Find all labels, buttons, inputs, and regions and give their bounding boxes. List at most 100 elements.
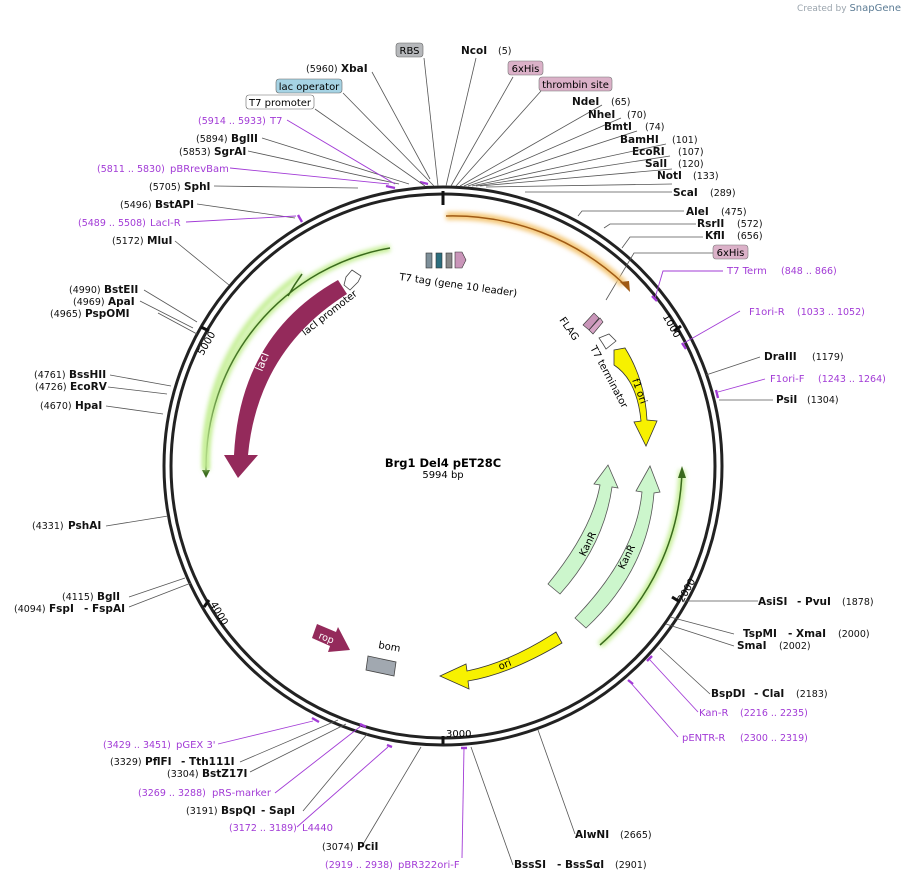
primer-leader-lines [185, 119, 766, 859]
flag-feature[interactable] [582, 312, 600, 331]
svg-text:BstZ17I: BstZ17I [202, 768, 247, 780]
enzyme-ecoRV[interactable]: (4726) EcoRV [35, 381, 108, 393]
svg-text:lac operator: lac operator [279, 82, 340, 93]
enzyme-aleI[interactable]: AleI (475) [686, 206, 747, 218]
enzyme-psiI[interactable]: PsiI (1304) [776, 394, 839, 406]
svg-text:(2901): (2901) [615, 860, 647, 871]
primer-pbrrevbam[interactable]: (5811 .. 5830) pBRrevBam [97, 164, 229, 175]
enzyme-bstZ17I[interactable]: (3304) BstZ17I [167, 768, 247, 780]
svg-text:(4965): (4965) [50, 309, 82, 320]
primer-f1oriR[interactable]: F1ori-R (1033 .. 1052) [749, 307, 865, 318]
svg-text:(5489 .. 5508): (5489 .. 5508) [78, 218, 146, 229]
enzyme-bmtI[interactable]: BmtI (74) [604, 121, 665, 133]
svg-text:pBR322ori-F: pBR322ori-F [398, 860, 460, 871]
primer-t7[interactable]: (5914 .. 5933) T7 [198, 116, 282, 127]
svg-text:pBRrevBam: pBRrevBam [170, 164, 229, 175]
enzyme-sgrAI[interactable]: (5853) SgrAI [179, 146, 246, 158]
enzyme-bspDI[interactable]: BspDI - ClaI (2183) [711, 688, 828, 700]
t7-terminator-arrow[interactable] [598, 333, 617, 350]
kanr-inner-feature[interactable] [547, 464, 619, 595]
t7-promoter-box[interactable]: T7 promoter [245, 94, 315, 110]
primer-kanR[interactable]: Kan-R (2216 .. 2235) [699, 708, 808, 719]
lacI-feature[interactable] [224, 280, 347, 478]
enzyme-bssSI[interactable]: BssSI - BssSαI (2901) [514, 859, 647, 871]
enzyme-nheI[interactable]: NheI (70) [588, 109, 647, 121]
svg-text:(5496): (5496) [120, 200, 152, 211]
svg-text:(3429 .. 3451): (3429 .. 3451) [103, 740, 171, 751]
enzyme-notI[interactable]: NotI (133) [657, 170, 719, 182]
rbs-box[interactable]: RBS [395, 42, 424, 58]
svg-text:(70): (70) [627, 110, 647, 121]
primer-pbr322oriF[interactable]: (2919 .. 2938) pBR322ori-F [325, 860, 460, 871]
enzyme-hpaI[interactable]: (4670) HpaI [40, 400, 102, 412]
enzyme-apaI[interactable]: (4969) ApaI [73, 296, 135, 308]
enzyme-alwNI[interactable]: AlwNI (2665) [575, 829, 652, 841]
enzyme-ncoI[interactable]: NcoI (5) [461, 45, 511, 57]
f1ori-feature[interactable] [613, 347, 658, 447]
svg-text:(1878): (1878) [842, 597, 874, 608]
enzyme-pciI[interactable]: (3074) PciI [322, 841, 378, 853]
enzyme-rsrII[interactable]: RsrII (572) [697, 218, 763, 230]
leader-lines [105, 57, 773, 866]
enzyme-pshAI[interactable]: (4331) PshAI [32, 520, 101, 532]
primer-l4440[interactable]: (3172 .. 3189) L4440 [229, 823, 333, 834]
green-arc-left2-glow [202, 271, 304, 471]
ori-feature[interactable] [439, 631, 563, 690]
svg-text:MluI: MluI [147, 235, 172, 247]
enzyme-ecoRI[interactable]: EcoRI (107) [632, 146, 704, 158]
primer-prsmarker[interactable]: (3269 .. 3288) pRS-marker [138, 788, 272, 799]
enzyme-scaI[interactable]: ScaI (289) [673, 187, 736, 199]
rop-feature[interactable] [312, 624, 350, 652]
svg-text:(848 .. 866): (848 .. 866) [781, 266, 837, 277]
svg-text:PciI: PciI [357, 841, 378, 853]
thrombin-box[interactable]: thrombin site [538, 76, 613, 92]
ori-label: ori [497, 658, 513, 673]
enzyme-bglI[interactable]: (4115) BglI [62, 591, 120, 603]
enzyme-smaI[interactable]: SmaI (2002) [737, 640, 811, 652]
enzyme-fspI[interactable]: (4094) FspI - FspAI [14, 603, 125, 615]
t7-tag-cluster[interactable] [425, 251, 467, 269]
svg-text:DraIII: DraIII [764, 351, 797, 363]
kanr-outer-feature[interactable] [574, 465, 661, 629]
svg-text:(2216 .. 2235): (2216 .. 2235) [740, 708, 808, 719]
enzyme-asiSI[interactable]: AsiSI - PvuI (1878) [758, 596, 874, 608]
lacI-promoter-arrow[interactable] [343, 269, 362, 291]
svg-text:- ClaI: - ClaI [754, 688, 784, 700]
enzyme-bssHII[interactable]: (4761) BssHII [34, 369, 106, 381]
his-right-box[interactable]: 6xHis [712, 244, 749, 260]
primer-pgex3[interactable]: (3429 .. 3451) pGEX 3' [103, 740, 216, 751]
enzyme-mluI[interactable]: (5172) MluI [112, 235, 172, 247]
svg-text:(2183): (2183) [796, 689, 828, 700]
enzyme-kflI[interactable]: KflI (656) [705, 230, 763, 242]
enzyme-pflFI[interactable]: (3329) PflFI - Tth111I [110, 756, 235, 768]
primer-t7term[interactable]: T7 Term (848 .. 866) [726, 266, 837, 277]
enzyme-bglII[interactable]: (5894) BglII [196, 133, 258, 145]
svg-text:PspOMI: PspOMI [85, 308, 130, 320]
enzyme-ndeI[interactable]: NdeI (65) [572, 96, 631, 108]
rop-label: rop [317, 631, 336, 647]
svg-text:T7: T7 [269, 116, 282, 127]
bom-feature[interactable] [365, 655, 397, 677]
enzyme-sphI[interactable]: (5705) SphI [149, 181, 210, 193]
primer-pentrR[interactable]: pENTR-R (2300 .. 2319) [682, 733, 808, 744]
enzyme-bspQI[interactable]: (3191) BspQI - SapI [186, 805, 295, 817]
green-arc-left2 [287, 273, 303, 297]
svg-text:NheI: NheI [588, 109, 615, 121]
primer-laciR[interactable]: (5489 .. 5508) LacI-R [78, 218, 181, 229]
enzyme-bstEII[interactable]: (4990) BstEII [69, 284, 138, 296]
svg-text:(5853): (5853) [179, 147, 211, 158]
enzyme-bstAPI[interactable]: (5496) BstAPI [120, 199, 194, 211]
primer-f1oriF[interactable]: F1ori-F (1243 .. 1264) [770, 374, 886, 385]
enzyme-draIII[interactable]: DraIII (1179) [764, 351, 844, 363]
svg-text:BssHII: BssHII [69, 369, 106, 381]
enzyme-bamHI[interactable]: BamHI (101) [620, 134, 698, 146]
enzyme-salI[interactable]: SalI (120) [645, 158, 704, 170]
enzyme-pspOMI[interactable]: (4965) PspOMI [50, 308, 130, 320]
svg-text:F1ori-R: F1ori-R [749, 307, 785, 318]
lac-operator-box[interactable]: lac operator [275, 78, 343, 94]
his-top-box[interactable]: 6xHis [507, 60, 544, 76]
enzyme-tspMI[interactable]: TspMI - XmaI (2000) [743, 628, 870, 640]
enzyme-xbaI[interactable]: (5960) XbaI [306, 63, 368, 75]
svg-text:PshAI: PshAI [68, 520, 101, 532]
svg-text:BstEII: BstEII [104, 284, 138, 296]
